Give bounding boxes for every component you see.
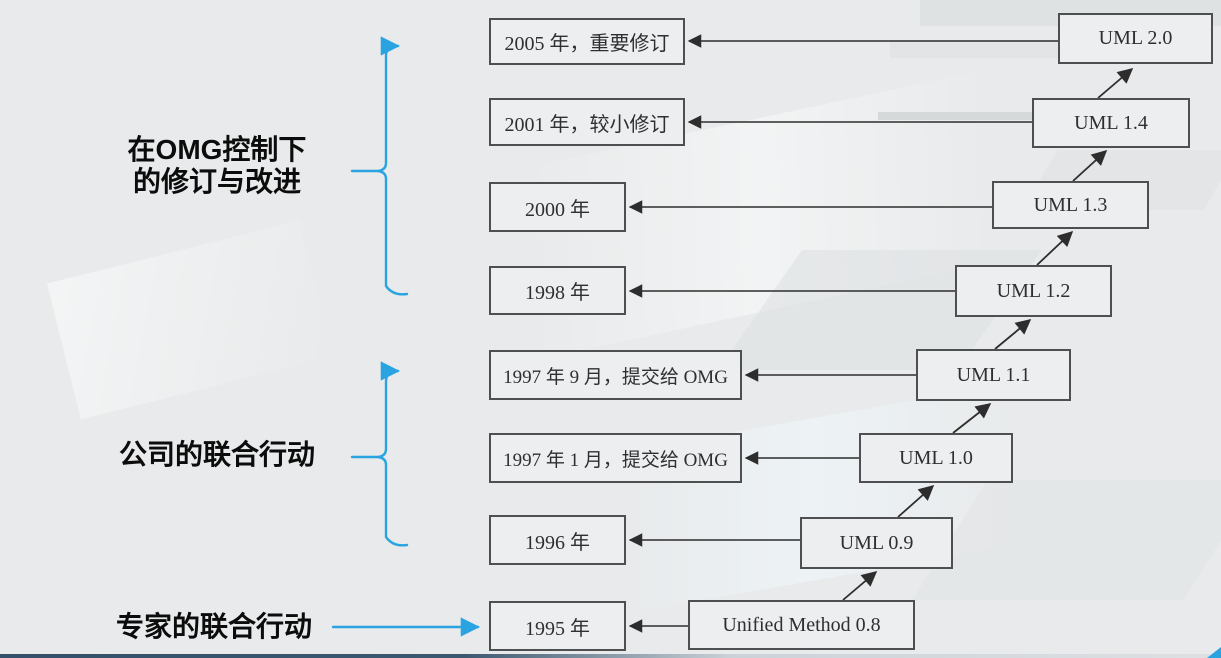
year-box-2000: 2000 年 bbox=[489, 182, 626, 232]
corner-accent-triangle bbox=[1207, 647, 1221, 658]
group-label-line: 的修订与改进 bbox=[132, 166, 301, 197]
group-label-experts: 专家的联合行动 bbox=[115, 611, 312, 642]
arrow-uml13-to-uml14 bbox=[1072, 149, 1108, 182]
year-box-1997-01: 1997 年 1 月，提交给 OMG bbox=[489, 433, 742, 483]
version-box-uml-1-3: UML 1.3 bbox=[992, 181, 1149, 229]
bottom-accent-bar bbox=[0, 654, 1221, 658]
arrow-uml09-to-uml10 bbox=[897, 484, 935, 518]
arrow-uml12-to-uml13 bbox=[1036, 230, 1074, 266]
version-box-uml-1-4: UML 1.4 bbox=[1032, 98, 1190, 148]
arrow-uml14-to-uml20 bbox=[1097, 68, 1134, 99]
group-label-line: 在OMG控制下 bbox=[127, 134, 307, 165]
year-box-1998: 1998 年 bbox=[489, 266, 626, 315]
year-box-1995: 1995 年 bbox=[489, 601, 626, 651]
year-box-1996: 1996 年 bbox=[489, 515, 626, 565]
group-label-omg-revisions: 在OMG控制下 的修订与改进 bbox=[111, 134, 323, 198]
brace-companies bbox=[377, 361, 409, 547]
version-box-uml-1-2: UML 1.2 bbox=[955, 265, 1112, 317]
year-box-1997-09: 1997 年 9 月，提交给 OMG bbox=[489, 350, 742, 400]
brace-omg-revisions bbox=[377, 36, 409, 296]
arrow-um08-to-uml09 bbox=[842, 571, 878, 601]
version-box-uml-0-9: UML 0.9 bbox=[800, 517, 953, 569]
version-box-uml-1-0: UML 1.0 bbox=[859, 433, 1013, 483]
year-box-2005: 2005 年，重要修订 bbox=[489, 18, 685, 65]
version-box-uml-1-1: UML 1.1 bbox=[916, 349, 1071, 401]
version-box-uml-2-0: UML 2.0 bbox=[1058, 13, 1213, 64]
arrow-uml10-to-uml11 bbox=[952, 403, 992, 434]
arrow-uml11-to-uml12 bbox=[994, 319, 1032, 350]
year-box-2001: 2001 年，较小修订 bbox=[489, 98, 685, 146]
version-box-unified-method-0-8: Unified Method 0.8 bbox=[688, 600, 915, 650]
group-label-companies: 公司的联合行动 bbox=[118, 439, 315, 470]
